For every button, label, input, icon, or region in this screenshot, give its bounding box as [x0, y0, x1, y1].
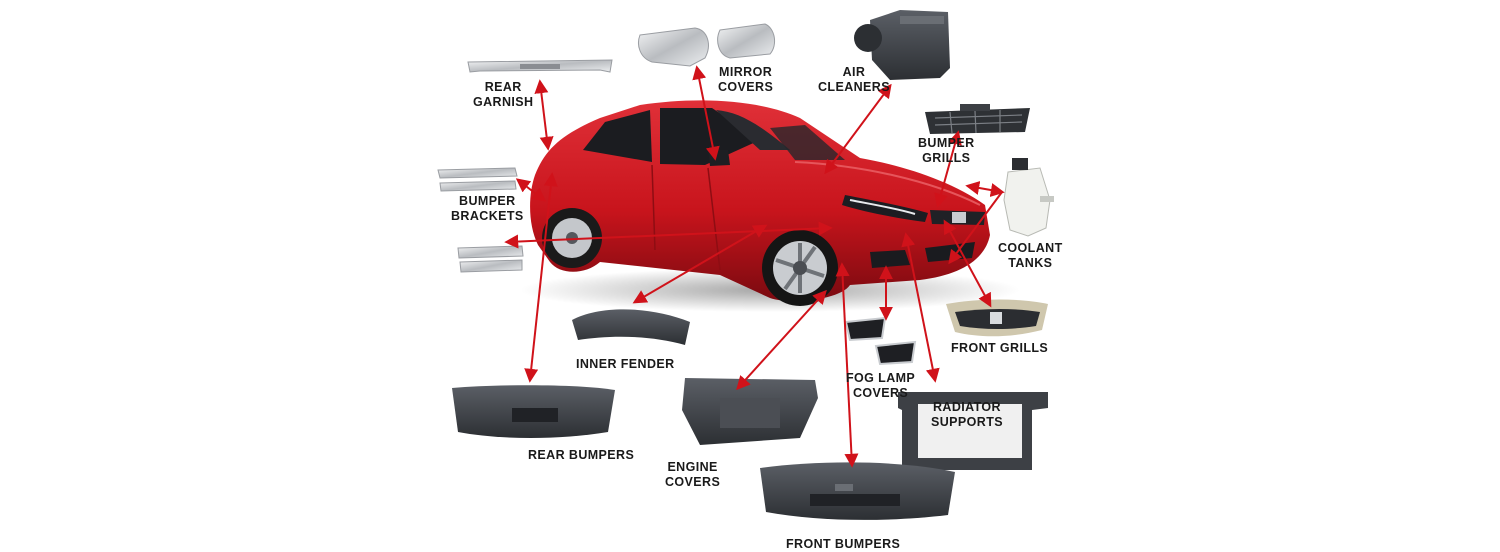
- bumper-grill-image: [925, 104, 1030, 134]
- label-fog-lamp-covers: FOG LAMP COVERS: [846, 371, 916, 400]
- front-grill-image: [946, 299, 1048, 337]
- connector-arrows: [504, 65, 1005, 468]
- coolant-tank-image: [1003, 158, 1054, 237]
- radiator-support-image: [898, 392, 1048, 470]
- bumper-brackets-image: [437, 167, 524, 273]
- fog-lamp-covers-image: [844, 316, 917, 366]
- label-coolant-tanks: COOLANT TANKS: [998, 241, 1063, 270]
- label-front-grills: FRONT GRILLS: [951, 341, 1049, 355]
- rear-garnish-image: [467, 59, 613, 73]
- label-rear-bumpers: REAR BUMPERS: [528, 448, 635, 462]
- label-mirror-covers: MIRROR COVERS: [718, 65, 774, 94]
- label-bumper-grills: BUMPER GRILLS: [918, 136, 975, 165]
- label-engine-covers: ENGINE COVERS: [665, 460, 721, 489]
- mirror-covers-image: [638, 23, 776, 67]
- rear-bumper-image: [452, 385, 615, 438]
- label-bumper-brackets: BUMPER BRACKETS: [451, 194, 524, 223]
- front-bumper-image: [760, 462, 955, 520]
- engine-cover-image: [682, 378, 818, 445]
- air-cleaner-image: [854, 10, 950, 80]
- label-radiator-supports: RADIATOR SUPPORTS: [931, 400, 1003, 429]
- label-air-cleaners: AIR CLEANERS: [818, 65, 890, 94]
- label-inner-fender: INNER FENDER: [576, 357, 675, 371]
- label-front-bumpers: FRONT BUMPERS: [786, 537, 901, 551]
- label-rear-garnish: REAR GARNISH: [473, 80, 534, 109]
- inner-fender-image: [572, 309, 690, 345]
